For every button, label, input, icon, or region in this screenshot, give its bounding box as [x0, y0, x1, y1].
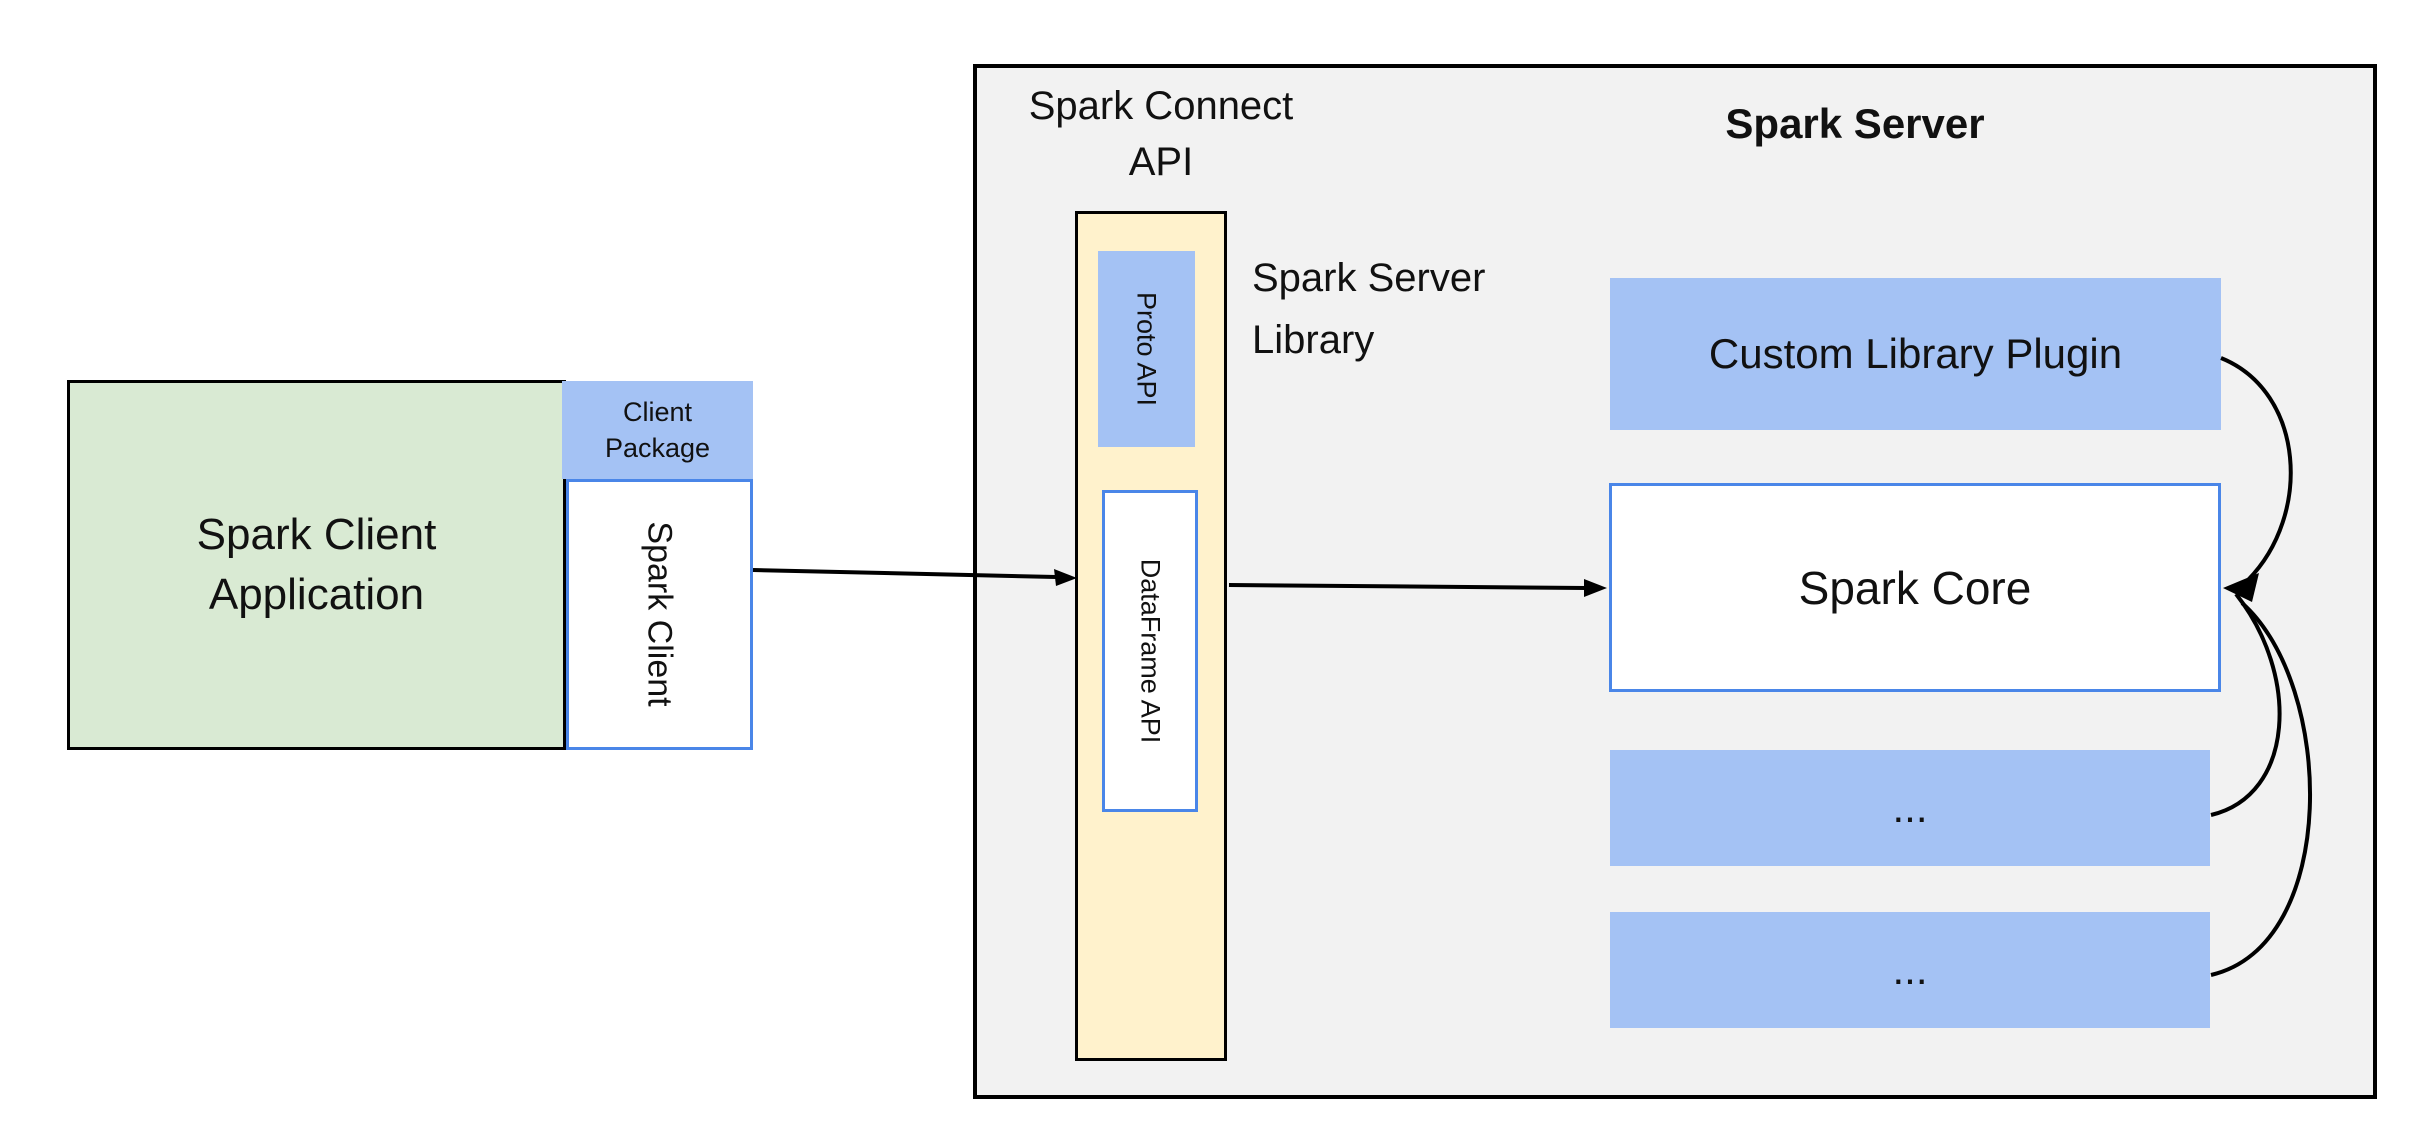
spark-client-application-box: Spark Client Application [67, 380, 566, 750]
spark-client-box-label: Spark Client [640, 521, 679, 707]
client-package-box: Client Package [562, 381, 753, 479]
dataframe-api-box [1102, 490, 1198, 812]
custom-library-plugin-box: Custom Library Plugin [1610, 278, 2221, 430]
proto-api-box [1098, 251, 1195, 447]
plugin-placeholder-box-1: ... [1610, 750, 2210, 866]
spark-client-box [566, 479, 753, 750]
spark-core-box: Spark Core [1609, 483, 2221, 692]
dataframe-api-label: DataFrame API [1135, 558, 1166, 744]
spark-server-library-label: Spark Server Library [1252, 256, 1486, 362]
plugin-placeholder-box-2: ... [1610, 912, 2210, 1028]
spark-connect-api-label: Spark Connect API [1028, 84, 1294, 184]
proto-api-label: Proto API [1131, 291, 1162, 407]
spark-server-title: Spark Server [1725, 100, 1985, 147]
